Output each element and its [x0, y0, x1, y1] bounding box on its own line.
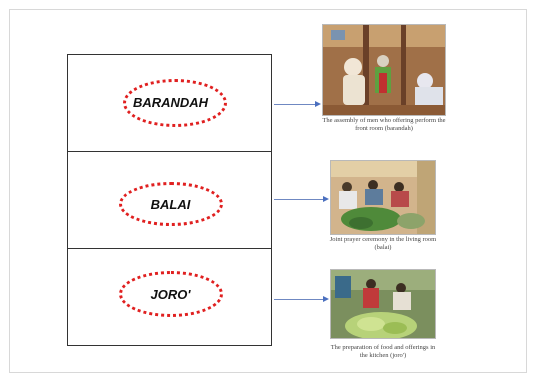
photo-balai: [330, 160, 436, 235]
room-box-balai: BALAI: [67, 151, 272, 249]
photo-barandah: [322, 24, 446, 116]
connector-arrow: [274, 296, 329, 302]
connector-arrow: [274, 101, 321, 107]
dotted-ring: [123, 79, 227, 127]
connector-arrow: [274, 196, 329, 202]
room-label-barandah: BARANDAH: [132, 95, 209, 110]
room-box-joro: JORO': [67, 248, 272, 346]
photo-caption-joro: The preparation of food and offerings in…: [330, 344, 436, 359]
photo-caption-barandah: The assembly of men who offering perform…: [322, 117, 446, 132]
dotted-ring: [119, 271, 223, 317]
room-label-balai: BALAI: [150, 197, 191, 212]
photo-caption-balai: Joint prayer ceremony in the living room…: [329, 236, 437, 251]
room-label-joro: JORO': [150, 287, 191, 302]
dotted-ring: [119, 182, 223, 226]
room-box-barandah: BARANDAH: [67, 54, 272, 152]
photo-joro: [330, 269, 436, 339]
